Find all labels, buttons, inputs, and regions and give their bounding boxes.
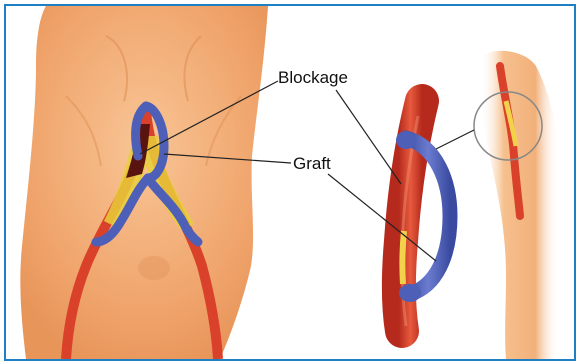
bypass-graft-illustration — [6, 6, 574, 359]
blockage-label: Blockage — [278, 68, 348, 88]
figure-frame: Blockage Graft — [4, 4, 576, 361]
graft-label: Graft — [293, 154, 331, 174]
leg — [474, 51, 559, 359]
